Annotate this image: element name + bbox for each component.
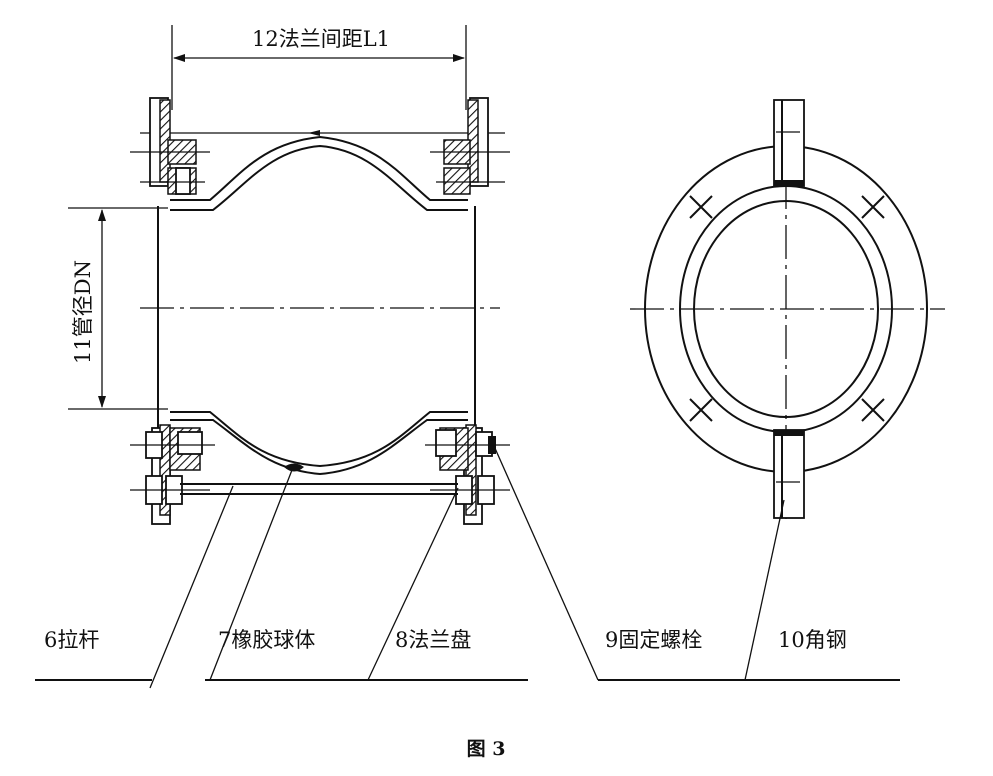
rubber-ball-bottom bbox=[170, 411, 468, 476]
front-view bbox=[630, 99, 945, 525]
angle-steel-bottom bbox=[773, 429, 805, 519]
label-rubber-ball: 7橡胶球体 bbox=[218, 628, 315, 652]
label-tie-rod: 6拉杆 bbox=[44, 628, 99, 652]
figure-caption: 图 3 bbox=[467, 738, 506, 760]
label-angle-steel: 10角钢 bbox=[778, 628, 847, 652]
flange-distance-label: 12法兰间距L1 bbox=[252, 27, 390, 51]
leader-lines bbox=[35, 445, 900, 689]
flange-distance-dimension: 12法兰间距L1 bbox=[171, 25, 467, 110]
pipe-body bbox=[140, 206, 500, 440]
label-fixing-bolt: 9固定螺栓 bbox=[605, 628, 702, 652]
tie-rod bbox=[180, 483, 458, 495]
side-view: 12法兰间距L1 11管径DN bbox=[68, 25, 510, 525]
bolt-hole-marks bbox=[689, 195, 885, 422]
flange-top-left bbox=[130, 97, 210, 195]
flange-bottom-left bbox=[130, 424, 215, 525]
flange-top-right bbox=[430, 97, 510, 195]
pipe-diameter-label: 11管径DN bbox=[71, 260, 95, 364]
label-flange-plate: 8法兰盘 bbox=[395, 628, 471, 652]
angle-steel-top bbox=[773, 99, 805, 187]
rubber-ball-top bbox=[140, 130, 505, 211]
pipe-diameter-dimension: 11管径DN bbox=[68, 207, 168, 410]
flange-bottom-right bbox=[425, 424, 510, 525]
